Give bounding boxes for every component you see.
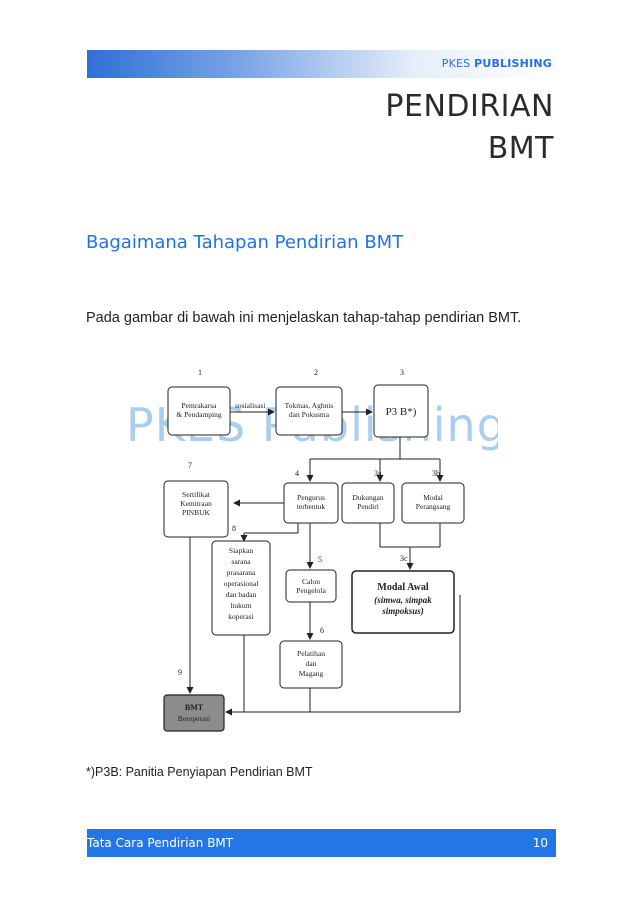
chapter-title-line1: PENDIRIAN bbox=[385, 89, 554, 124]
tokmas-line2: dan Pokusma bbox=[289, 410, 330, 419]
bmt-box bbox=[163, 694, 225, 732]
step-4: 4 bbox=[295, 469, 299, 478]
siapkan-line1: Siapkan bbox=[229, 546, 253, 555]
siapkan-line4: operasional bbox=[224, 579, 259, 588]
step-3b: 3b bbox=[432, 469, 440, 478]
page-number: 10 bbox=[532, 836, 548, 850]
publisher-brand: PKES PUBLISHING bbox=[441, 57, 552, 70]
pelatihan-line2: dan bbox=[306, 659, 317, 668]
step-7: 7 bbox=[188, 461, 192, 470]
dukungan-line1: Dukungan bbox=[352, 493, 383, 502]
modal-awal-title: Modal Awal bbox=[377, 582, 428, 593]
calon-line2: Pengelola bbox=[296, 586, 326, 595]
tokmas-line1: Tokmas, Aghnis bbox=[285, 401, 334, 410]
step-3c: 3c bbox=[400, 554, 408, 563]
pengurus-line1: Pengurus bbox=[297, 493, 325, 502]
flow-diagram-svg: 1 2 3 4 3a 3b 3c 5 6 7 8 9 sosialisasi P… bbox=[163, 368, 465, 732]
step-3a: 3a bbox=[374, 469, 382, 478]
pelatihan-line1: Pelatihan bbox=[297, 649, 325, 658]
p3b-label: P3 B*) bbox=[386, 406, 417, 418]
bmt-sub: Beroperasi bbox=[178, 714, 211, 723]
body-paragraph: Pada gambar di bawah ini menjelaskan tah… bbox=[86, 310, 522, 326]
step-6: 6 bbox=[320, 626, 324, 635]
sertifikat-line1: Sertifikat bbox=[182, 490, 211, 499]
modal-awal-sub1: (simwa, simpak bbox=[374, 595, 432, 605]
siapkan-line3: prasarana bbox=[227, 568, 256, 577]
sertifikat-line3: PINBUK bbox=[182, 508, 211, 517]
siapkan-line6: hukum bbox=[231, 601, 252, 610]
step-1: 1 bbox=[198, 368, 202, 377]
bmt-title: BMT bbox=[185, 703, 204, 712]
siapkan-line5: dan badan bbox=[226, 590, 257, 599]
chapter-title: PENDIRIAN BMT bbox=[385, 86, 554, 170]
sertifikat-line2: Kemitraan bbox=[180, 499, 212, 508]
step-2: 2 bbox=[314, 368, 318, 377]
step-5: 5 bbox=[318, 555, 322, 564]
pemrakarsa-line1: Pemrakarsa bbox=[182, 401, 218, 410]
bmt-flow-diagram: 1 2 3 4 3a 3b 3c 5 6 7 8 9 sosialisasi P… bbox=[160, 355, 470, 735]
modal-perangsang-line1: Modal bbox=[423, 493, 443, 502]
edge-label-sosialisasi: sosialisasi bbox=[235, 401, 265, 410]
modal-perangsang-line2: Perangsang bbox=[416, 502, 451, 511]
footnote: *)P3B: Panitia Penyiapan Pendirian BMT bbox=[86, 765, 313, 779]
pemrakarsa-line2: & Pendamping bbox=[176, 410, 221, 419]
footer-book-title: Tata Cara Pendirian BMT bbox=[87, 836, 234, 850]
section-heading: Bagaimana Tahapan Pendirian BMT bbox=[86, 232, 404, 253]
calon-line1: Calon bbox=[302, 577, 320, 586]
dukungan-line2: Pendiri bbox=[357, 502, 379, 511]
siapkan-line2: sarana bbox=[231, 557, 251, 566]
step-9: 9 bbox=[178, 668, 182, 677]
chapter-title-line2: BMT bbox=[487, 131, 554, 166]
step-8: 8 bbox=[232, 524, 236, 533]
pelatihan-line3: Magang bbox=[299, 669, 324, 678]
step-3: 3 bbox=[400, 368, 404, 377]
header-gradient-bar bbox=[87, 50, 556, 78]
siapkan-line7: koperasi bbox=[228, 612, 253, 621]
modal-awal-sub2: simpoksus) bbox=[381, 606, 424, 616]
footer-bar: Tata Cara Pendirian BMT 10 bbox=[87, 829, 556, 857]
pengurus-line2: terbentuk bbox=[297, 502, 326, 511]
